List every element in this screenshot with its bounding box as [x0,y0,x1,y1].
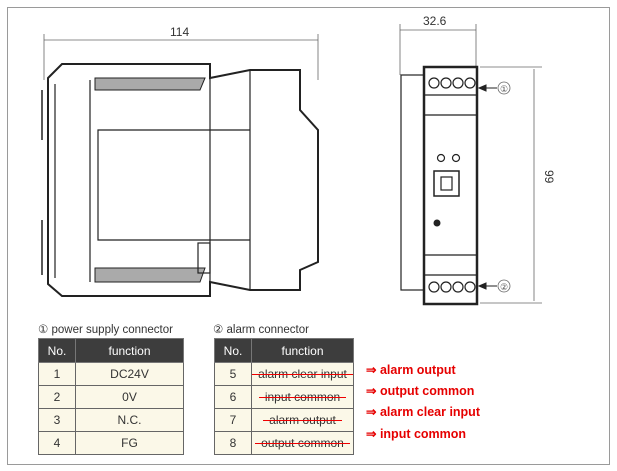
table-row: 7 alarm output [214,408,354,432]
alarm-connector-table: No.function 5 alarm clear input 6 input co… [214,338,354,455]
table-row: 5 alarm clear input [214,362,354,386]
cell-no: 5 [214,362,252,386]
alarm-table-caption: ② alarm connector [213,324,309,336]
correction-note: ⇒ output common [366,384,475,398]
frame-border [7,7,610,465]
col-header-function: function [75,338,184,363]
col-header-no: No. [38,338,76,363]
correction-note: ⇒ alarm output [366,363,456,377]
cell-function-struck: input common [264,390,341,404]
cell-function-struck: alarm clear input [258,367,347,381]
power-table-caption: ① power supply connector [38,324,173,336]
height-dimension: 99 [542,170,556,184]
table-row: 6 input common [214,385,354,409]
cell-function: N.C. [75,408,184,432]
cell-function: FG [75,431,184,455]
cell-no: 7 [214,408,252,432]
correction-note: ⇒ input common [366,427,467,441]
col-header-no: No. [214,338,252,363]
cell-no: 2 [38,385,76,409]
width-dimension: 114 [170,25,189,39]
side-view-drawing: 114 [41,25,319,297]
cell-no: 4 [38,431,76,455]
cell-no: 3 [38,408,76,432]
cell-function: 0V [75,385,184,409]
cell-function-struck: output common [261,436,344,450]
front-view-drawing: 32.6 99 [399,14,556,306]
usb-port-icon [433,170,460,197]
cell-no: 1 [38,362,76,386]
col-header-function: function [251,338,354,363]
cell-function: DC24V [75,362,184,386]
depth-dimension: 32.6 [423,14,447,28]
cell-function-struck: alarm output [269,413,336,427]
correction-note: ⇒ alarm clear input [366,405,480,419]
cell-no: 8 [214,431,252,455]
cell-no: 6 [214,385,252,409]
table-row: 8 output common [214,431,354,455]
